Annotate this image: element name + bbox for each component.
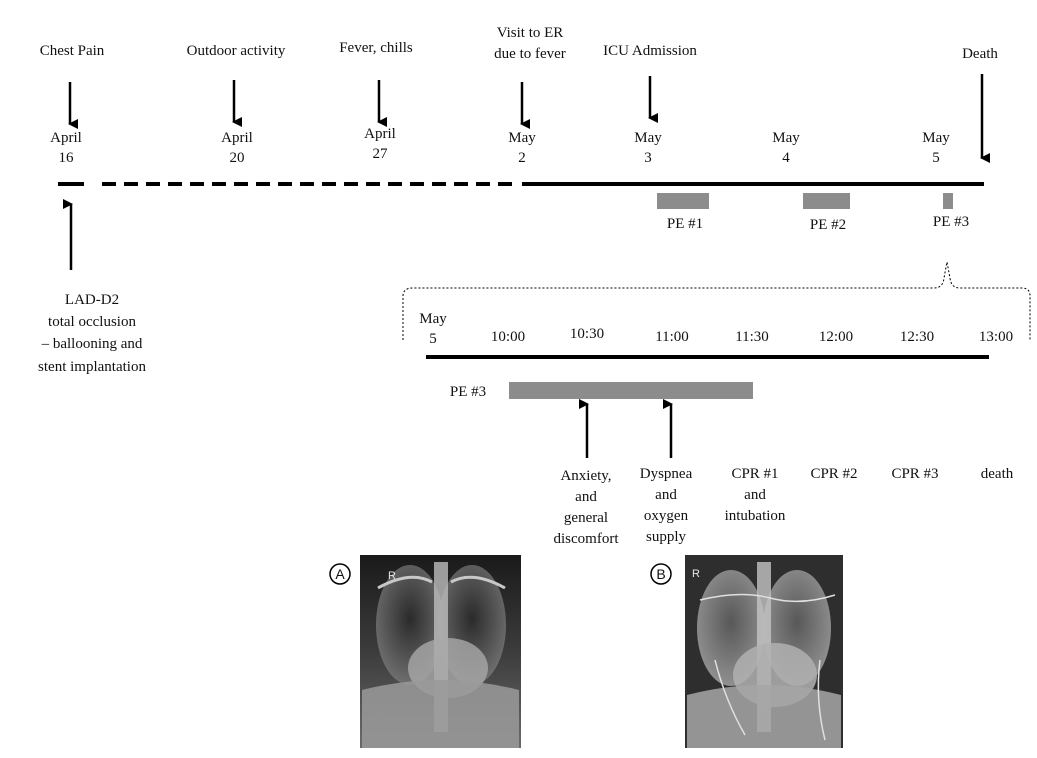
anxiety-line3: general — [564, 510, 608, 526]
date-month-7: May — [922, 130, 950, 146]
event-fever-chills: Fever, chills — [339, 40, 413, 56]
xray-a-marker: R — [388, 570, 396, 582]
anxiety-line4: discomfort — [554, 531, 620, 547]
event-death: Death — [962, 46, 998, 62]
date-month-3: April — [364, 126, 396, 142]
time-1030: 10:30 — [570, 326, 604, 342]
date-day-1: 16 — [59, 150, 75, 166]
dyspnea-line4: supply — [646, 529, 687, 545]
date-day-6: 4 — [782, 150, 790, 166]
date-day-3: 27 — [373, 146, 389, 162]
dyspnea-line3: oxygen — [644, 508, 689, 524]
event-visit-er-line2: due to fever — [494, 46, 566, 62]
pe3-label: PE #3 — [933, 214, 969, 230]
date-day-2: 20 — [230, 150, 245, 166]
panel-b-letter: B — [656, 566, 665, 582]
detail-date-day: 5 — [429, 331, 437, 347]
time-1200: 12:00 — [819, 329, 853, 345]
time-1130: 11:30 — [735, 329, 769, 345]
pe2-label: PE #2 — [810, 217, 846, 233]
date-day-4: 2 — [518, 150, 526, 166]
date-day-5: 3 — [644, 150, 652, 166]
panel-a-badge: A — [329, 563, 351, 585]
pe1-bar — [657, 193, 709, 209]
date-day-7: 5 — [932, 150, 940, 166]
event-chest-pain: Chest Pain — [40, 43, 105, 59]
date-month-4: May — [508, 130, 536, 146]
event-visit-er-line1: Visit to ER — [497, 25, 564, 41]
detail-date-month: May — [419, 311, 447, 327]
xray-b-marker: R — [692, 568, 700, 580]
lad-line1: LAD-D2 — [65, 292, 119, 308]
cpr1-line1: CPR #1 — [731, 466, 778, 482]
time-1230: 12:30 — [900, 329, 934, 345]
pe1-label: PE #1 — [667, 216, 703, 232]
lad-line2: total occlusion — [48, 314, 136, 330]
event-icu-admission: ICU Admission — [603, 43, 697, 59]
panel-a-letter: A — [335, 566, 345, 582]
cpr3-label: CPR #3 — [891, 466, 938, 482]
pe2-bar — [803, 193, 850, 209]
event-outdoor-activity: Outdoor activity — [187, 43, 286, 59]
date-month-5: May — [634, 130, 662, 146]
xray-image-a: R — [360, 555, 521, 748]
cpr1-line2: and — [744, 487, 766, 503]
anxiety-line1: Anxiety, — [560, 468, 611, 484]
dyspnea-line1: Dyspnea — [640, 466, 693, 482]
cpr1-line3: intubation — [725, 508, 786, 524]
anxiety-line2: and — [575, 489, 597, 505]
detail-pe3-label: PE #3 — [450, 384, 486, 400]
zoom-bracket — [402, 261, 1031, 340]
time-1000: 10:00 — [491, 329, 525, 345]
time-1100: 11:00 — [655, 329, 689, 345]
time-1300: 13:00 — [979, 329, 1013, 345]
lad-line3: – ballooning and — [41, 336, 143, 352]
date-month-1: April — [50, 130, 82, 146]
date-month-2: April — [221, 130, 253, 146]
dyspnea-line2: and — [655, 487, 677, 503]
panel-b-badge: B — [650, 563, 672, 585]
death-label: death — [981, 466, 1014, 482]
date-month-6: May — [772, 130, 800, 146]
pe3-bar-small — [943, 193, 953, 209]
xray-image-b: R — [685, 555, 843, 748]
detail-pe3-bar — [509, 382, 753, 399]
lad-line4: stent implantation — [38, 359, 146, 375]
cpr2-label: CPR #2 — [810, 466, 857, 482]
